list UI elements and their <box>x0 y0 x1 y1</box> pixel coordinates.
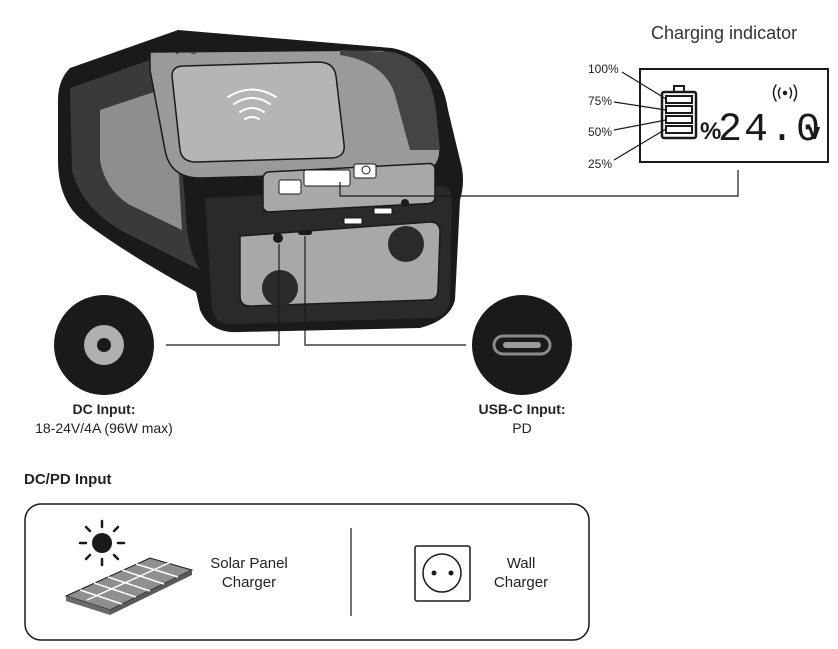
lcd-voltage-value: 24.0 <box>718 108 822 153</box>
charging-indicator: % 24.0 v <box>613 68 829 163</box>
lcd-voltage-unit: v <box>808 119 821 144</box>
dc-input-title: DC Input: <box>72 401 136 417</box>
solar-panel-icon <box>64 519 194 615</box>
usb-port-2 <box>373 207 393 215</box>
device-brand: Sandberg <box>161 46 196 55</box>
solar-charger-label: Solar Panel Charger <box>194 554 304 592</box>
level-leader-lines <box>613 71 667 161</box>
usbc-input-callout <box>304 236 572 395</box>
wireless-signal-icon <box>772 84 798 102</box>
wall-charger-label-line2: Charger <box>493 574 549 591</box>
battery-icon <box>660 85 698 140</box>
wall-socket-icon <box>414 545 471 602</box>
level-label-25: 25% <box>588 157 613 171</box>
dc-input-spec: 18-24V/4A (96W max) <box>35 420 173 436</box>
solar-charger-label-line2: Charger <box>221 574 277 591</box>
dc-input-callout <box>54 244 280 395</box>
power-station-device: Sandberg <box>58 30 463 333</box>
level-label-50: 50% <box>588 125 613 139</box>
wall-charger-label-line1: Wall <box>506 555 536 572</box>
charging-indicator-title: Charging indicator <box>651 23 798 43</box>
sun-icon <box>78 519 126 567</box>
ac-outlet-left <box>262 270 298 306</box>
wireless-charging-icon <box>227 88 277 120</box>
usbc-input-leader-line <box>304 236 466 346</box>
dc-input-port <box>273 233 283 243</box>
usbc-input-spec: PD <box>512 420 532 436</box>
usb-port-1 <box>343 217 363 225</box>
dc-input-leader-line <box>166 244 280 346</box>
level-label-100: 100% <box>588 62 619 76</box>
usbc-input-port <box>298 230 312 235</box>
wireless-charging-pad <box>171 61 345 163</box>
right-bumper <box>340 50 440 150</box>
output-port <box>401 199 409 207</box>
indicator-leader-line <box>339 170 739 197</box>
input-options-box <box>24 503 590 641</box>
lcd-percent-symbol: % <box>700 118 721 145</box>
solar-charger-label-line1: Solar Panel <box>210 555 288 572</box>
usbc-input-title: USB-C Input: <box>478 401 566 417</box>
button-strip <box>278 163 377 195</box>
input-section-heading: DC/PD Input <box>24 471 112 488</box>
ac-outlet-right <box>388 226 424 262</box>
wall-charger-label: Wall Charger <box>480 554 562 592</box>
level-label-75: 75% <box>588 94 613 108</box>
